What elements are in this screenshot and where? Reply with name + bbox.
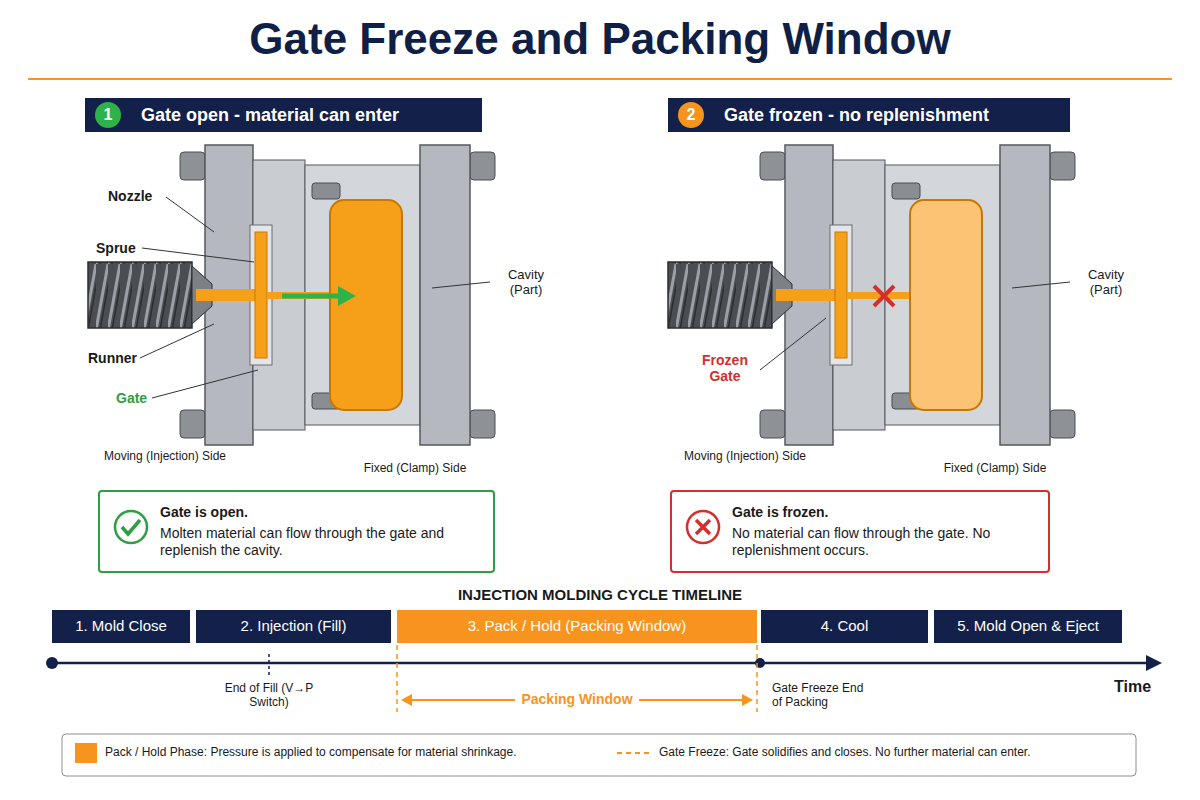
title: Gate Freeze and Packing Window <box>0 14 1200 65</box>
runner-melt <box>835 232 847 358</box>
phase-band: 1. Mold Close <box>52 610 190 643</box>
leader-line <box>166 197 214 232</box>
window-marker <box>396 645 398 712</box>
status-text: Molten material can flow through the gat… <box>160 525 481 560</box>
tie-bar <box>470 410 495 438</box>
flow-arrow <box>282 294 340 299</box>
leader-line <box>432 282 490 288</box>
panel-header: Gate frozen - no replenishment 2 <box>668 98 1070 132</box>
status-icon <box>684 508 722 546</box>
leader-line <box>760 318 826 370</box>
node-label: 1. Mold Close <box>75 617 167 636</box>
event-label: End of Fill (V→P Switch) <box>209 682 329 710</box>
part-label: Frozen Gate <box>692 352 758 384</box>
status-text: No material can flow through the gate. N… <box>732 525 1036 560</box>
legend-text: Pack / Hold Phase: Pressure is applied t… <box>105 746 517 760</box>
fixed-plate <box>1000 145 1050 445</box>
side-label: Fixed (Clamp) Side <box>930 462 1060 476</box>
phase-band: 3. Pack / Hold (Packing Window) <box>397 610 757 643</box>
status-icon <box>112 508 150 546</box>
node-label: 1 <box>104 105 113 125</box>
legend-item: Gate Freeze: Gate solidifies and closes.… <box>615 743 1031 763</box>
status-box: Gate is frozen. No material can flow thro… <box>670 490 1050 573</box>
tie-bar <box>1050 410 1075 438</box>
phase-band: 4. Cool <box>761 610 928 643</box>
mold-open <box>88 145 495 445</box>
tie-bar <box>180 410 205 438</box>
blocked-mark <box>874 286 894 306</box>
node-label: 4. Cool <box>821 617 869 636</box>
node-label: 2. Injection (Fill) <box>241 617 347 636</box>
icon-mark <box>696 520 710 534</box>
cavity-part <box>910 200 982 410</box>
tie-bar <box>180 152 205 180</box>
node-label: 2 <box>687 105 696 125</box>
window-arrowhead <box>401 694 412 706</box>
node-label: Gate open - material can enter <box>141 104 399 127</box>
part-label: Cavity (Part) <box>1074 268 1138 298</box>
axis-arrowhead <box>1146 655 1162 671</box>
fixed-plate <box>420 145 470 445</box>
tie-bar <box>1050 152 1075 180</box>
part-label: Runner <box>88 350 137 366</box>
legend-swatch <box>75 743 97 763</box>
window-arrowhead <box>742 694 753 706</box>
part-label: Gate <box>116 390 147 406</box>
window-label: Packing Window <box>497 691 657 707</box>
leader-line <box>152 370 258 398</box>
event-label: Gate Freeze End of Packing <box>772 682 872 710</box>
node-label: 3. Pack / Hold (Packing Window) <box>468 617 686 636</box>
legend-dash-sample <box>615 743 651 763</box>
status-box: Gate is open. Molten material can flow th… <box>98 490 495 573</box>
step-badge: 2 <box>678 102 704 128</box>
cavity-part <box>330 200 402 410</box>
barrel-screw <box>88 262 192 328</box>
step-badge: 1 <box>95 102 121 128</box>
legend-frame <box>62 734 1136 776</box>
icon-ring <box>687 511 719 543</box>
node-label: 5. Mold Open & Eject <box>957 617 1099 636</box>
leader-line <box>142 248 254 262</box>
fill-end-tick <box>268 654 270 678</box>
icon-ring <box>115 511 147 543</box>
runner-melt <box>255 232 267 358</box>
status-heading: Gate is frozen. <box>732 504 1036 522</box>
section-heading: INJECTION MOLDING CYCLE TIMELINE <box>300 586 900 603</box>
window-marker <box>756 645 758 712</box>
tie-bar <box>760 410 785 438</box>
part-label: Sprue <box>96 240 136 256</box>
guide-pin <box>892 183 920 199</box>
guide-pin <box>312 183 340 199</box>
flow-arrowhead <box>338 286 356 306</box>
tie-bar <box>760 152 785 180</box>
part-label: Nozzle <box>108 188 152 204</box>
title-rule <box>28 78 1172 80</box>
side-label: Fixed (Clamp) Side <box>350 462 480 476</box>
barrel-screw <box>668 262 772 328</box>
legend-item: Pack / Hold Phase: Pressure is applied t… <box>75 743 517 763</box>
axis-label: Time <box>1114 678 1151 696</box>
legend-dash <box>617 752 649 754</box>
leader-line <box>140 324 214 358</box>
node-label: Gate frozen - no replenishment <box>724 104 989 127</box>
side-label: Moving (Injection) Side <box>680 450 810 464</box>
part-label: Cavity (Part) <box>494 268 558 298</box>
icon-mark <box>122 520 140 534</box>
panel-header: Gate open - material can enter 1 <box>85 98 482 132</box>
status-heading: Gate is open. <box>160 504 481 522</box>
phase-band: 5. Mold Open & Eject <box>934 610 1122 643</box>
tie-bar <box>470 152 495 180</box>
legend-text: Gate Freeze: Gate solidifies and closes.… <box>659 746 1031 760</box>
time-axis <box>52 662 1150 665</box>
phase-band: 2. Injection (Fill) <box>196 610 391 643</box>
axis-origin <box>46 657 58 669</box>
side-label: Moving (Injection) Side <box>100 450 230 464</box>
mold-frozen <box>668 145 1075 445</box>
label-patch: Packing Window <box>515 691 638 707</box>
leader-line <box>1012 282 1070 288</box>
